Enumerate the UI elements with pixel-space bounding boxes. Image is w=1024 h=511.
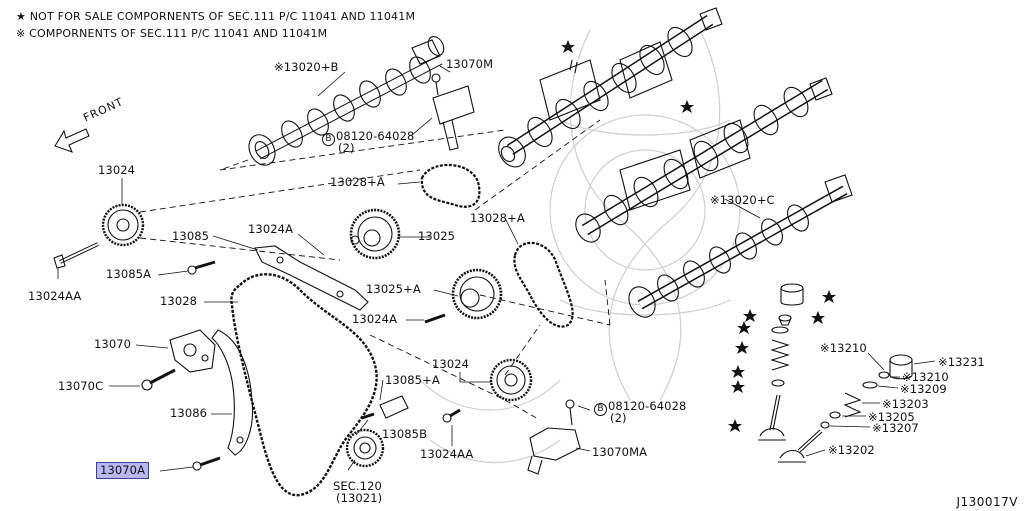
label-13024a-mid[interactable]: 13024A (352, 312, 398, 326)
label-13207[interactable]: ※13207 (872, 421, 919, 435)
guide-13085b (361, 395, 409, 420)
sprocket-13024-upper (53, 203, 145, 269)
bolt-lower-number: 08120-64028 (608, 399, 687, 413)
note-components: ※ COMPORNENTS OF SEC.111 P/C 11041 AND 1… (16, 27, 328, 40)
label-13085a[interactable]: 13085A (106, 267, 152, 281)
leader-lines (57, 65, 936, 472)
label-13086[interactable]: 13086 (170, 406, 208, 420)
sprocket-13025a (424, 268, 503, 324)
label-13070m[interactable]: 13070M (446, 57, 494, 71)
note-not-for-sale: ★ NOT FOR SALE COMPORNENTS OF SEC.111 P/… (16, 10, 416, 23)
label-13070[interactable]: 13070 (94, 337, 132, 351)
star-markers (561, 40, 836, 432)
tensioner-13070 (141, 329, 216, 391)
label-sec120[interactable]: SEC.120 (333, 479, 382, 493)
watermark (419, 29, 741, 463)
label-sec120-sub: (13021) (336, 491, 383, 505)
label-13020c[interactable]: ※13020+C (710, 193, 775, 207)
leader-dashes (139, 119, 611, 421)
chain-guide-13085 (187, 245, 369, 311)
label-13070c[interactable]: 13070C (58, 379, 104, 393)
crank-sprocket (345, 428, 385, 468)
label-13205[interactable]: ※13205 (868, 410, 915, 424)
label-13203[interactable]: ※13203 (882, 397, 929, 411)
diagram-code: J130017V (956, 495, 1018, 509)
label-13070a-highlighted[interactable]: 13070A (96, 462, 150, 479)
camshaft-lower-right (628, 174, 853, 318)
label-13210a[interactable]: ※13210 (820, 341, 867, 355)
label-13231[interactable]: ※13231 (938, 355, 985, 369)
label-13024-lower[interactable]: 13024 (432, 357, 470, 371)
label-13210b[interactable]: ※13210 (902, 370, 949, 384)
bolt-b-circle-icon: B (322, 133, 335, 146)
label-13024-upper[interactable]: 13024 (98, 163, 136, 177)
label-13024a-upper[interactable]: 13024A (248, 222, 294, 236)
label-13025[interactable]: 13025 (418, 229, 456, 243)
camshaft-mid-right (575, 77, 833, 243)
label-13209[interactable]: ※13209 (900, 382, 947, 396)
sprocket-13024-lower (442, 358, 533, 423)
label-13025a[interactable]: 13025+A (366, 282, 421, 296)
label-13028a-upper[interactable]: 13028+A (330, 175, 385, 189)
valve-train (758, 283, 913, 463)
label-13024aa-mid[interactable]: 13024AA (420, 447, 474, 461)
solenoid-13070m (431, 73, 475, 151)
label-13024aa-left[interactable]: 13024AA (28, 289, 82, 303)
label-13028[interactable]: 13028 (160, 294, 198, 308)
label-13070ma[interactable]: 13070MA (592, 445, 648, 459)
label-13085[interactable]: 13085 (172, 229, 210, 243)
sprocket-13025 (349, 208, 401, 260)
label-13020b[interactable]: ※13020+B (274, 60, 339, 74)
label-13028a-mid[interactable]: 13028+A (470, 211, 525, 225)
solenoid-13070ma (527, 399, 581, 475)
bolt-upper-number: 08120-64028 (336, 129, 415, 143)
label-13085a-lower[interactable]: 13085+A (385, 373, 440, 387)
bolt-13070a (192, 456, 221, 471)
front-arrow-icon (54, 128, 90, 153)
camshaft-upper-right (498, 7, 723, 168)
bolt-b-circle-icon-lower: B (594, 403, 607, 416)
slack-guide-13086 (211, 329, 254, 456)
label-bolt-lower-qty: (2) (610, 411, 627, 425)
chain-13028a-upper (420, 163, 481, 208)
camshaft-upper-left (248, 36, 445, 166)
chain-13028a-mid (513, 241, 574, 328)
label-13202[interactable]: ※13202 (828, 443, 875, 457)
label-bolt-upper-qty: (2) (338, 141, 355, 155)
timing-chain-13028 (230, 273, 378, 497)
label-13085b[interactable]: 13085B (382, 427, 428, 441)
